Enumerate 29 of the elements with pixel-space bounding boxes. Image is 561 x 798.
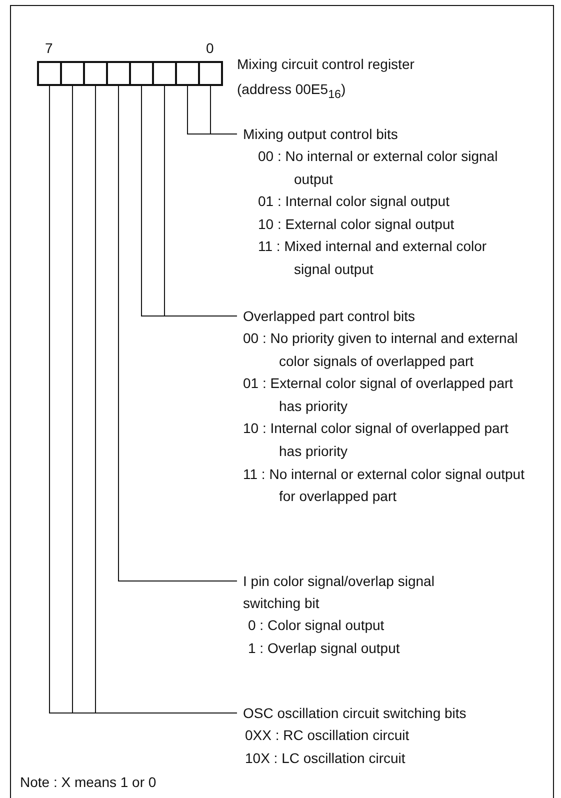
bit-setting-text: 10 : Internal color signal of overlapped part has priority <box>243 419 510 461</box>
field-name: Mixing output control bits <box>242 125 399 144</box>
bit-number: 0 <box>206 40 214 56</box>
bit-number: 7 <box>45 40 53 56</box>
register-bit-cell <box>130 62 153 85</box>
register-bit-cell <box>153 62 176 85</box>
register-bit-cell <box>176 62 199 85</box>
bit-setting-text: 1 : Overlap signal output <box>248 638 401 658</box>
bit-setting-text: 10 : External color signal output <box>258 214 456 234</box>
register-bit-cell <box>84 62 107 85</box>
bit-setting-text: 0XX : RC oscillation circuit <box>245 726 410 745</box>
register-bit-cell <box>107 62 130 85</box>
leader-line <box>118 84 238 582</box>
note-text: Note : X means 1 or 0 <box>20 774 156 790</box>
field-name: Overlapped part control bits <box>242 307 416 326</box>
bit-setting-text: 11 : Mixed internal and external color signal output <box>258 237 488 279</box>
register-bit-cell <box>61 62 84 85</box>
leader-line <box>210 84 238 134</box>
register-title: Mixing circuit control register (address 00E5$_{16}$) <box>237 55 416 103</box>
bit-setting-text: 01 : External color signal of overlapped part has priority <box>243 374 514 416</box>
bit-setting-text: 01 : Internal color signal output <box>258 192 450 212</box>
bit-setting-text: 00 : No internal or external color signal output <box>258 147 499 189</box>
bit-setting-text: 0 : Color signal output <box>248 616 386 635</box>
bit-setting-text: 10X : LC oscillation circuit <box>245 748 406 768</box>
bit-setting-text: 00 : No priority given to internal and external color signals of overlapped part <box>243 329 519 371</box>
bit-setting-text: 11 : No internal or external color signal output for overlapped part <box>243 464 526 506</box>
leader-line <box>164 84 238 316</box>
field-name: I pin color signal/overlap signal switching bit <box>242 572 436 613</box>
field-name: OSC oscillation circuit switching bits <box>242 704 468 723</box>
